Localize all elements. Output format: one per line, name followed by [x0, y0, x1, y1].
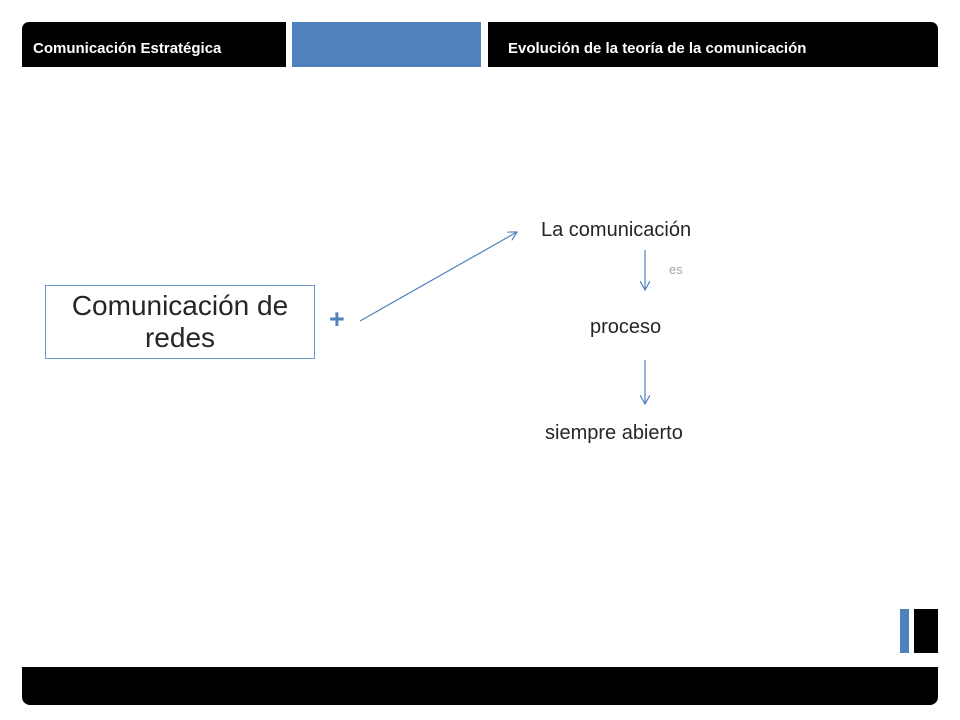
corner-deco-blue-bar — [900, 609, 909, 653]
node-proceso: proceso — [590, 316, 662, 338]
concept-box: Comunicación de redes — [45, 285, 315, 359]
node-la-comunicacion: La comunicación — [541, 219, 692, 241]
node-siempre-abierto: siempre abierto — [545, 422, 683, 444]
connector-label-es: es — [669, 262, 683, 277]
corner-deco-black-bar — [914, 609, 938, 653]
plus-symbol: + — [329, 304, 345, 334]
header-right-title-bar: Evolución de la teoría de la comunicació… — [488, 22, 938, 67]
header-left-title: Comunicación Estratégica — [33, 40, 222, 57]
arrow-to-la-comunicacion — [359, 232, 517, 322]
header-right-title: Evolución de la teoría de la comunicació… — [508, 40, 807, 57]
concept-box-text: Comunicación de redes — [71, 290, 289, 353]
footer-bar — [22, 667, 938, 705]
header-accent-block — [292, 22, 481, 67]
header-left-title-bar: Comunicación Estratégica — [22, 22, 286, 67]
